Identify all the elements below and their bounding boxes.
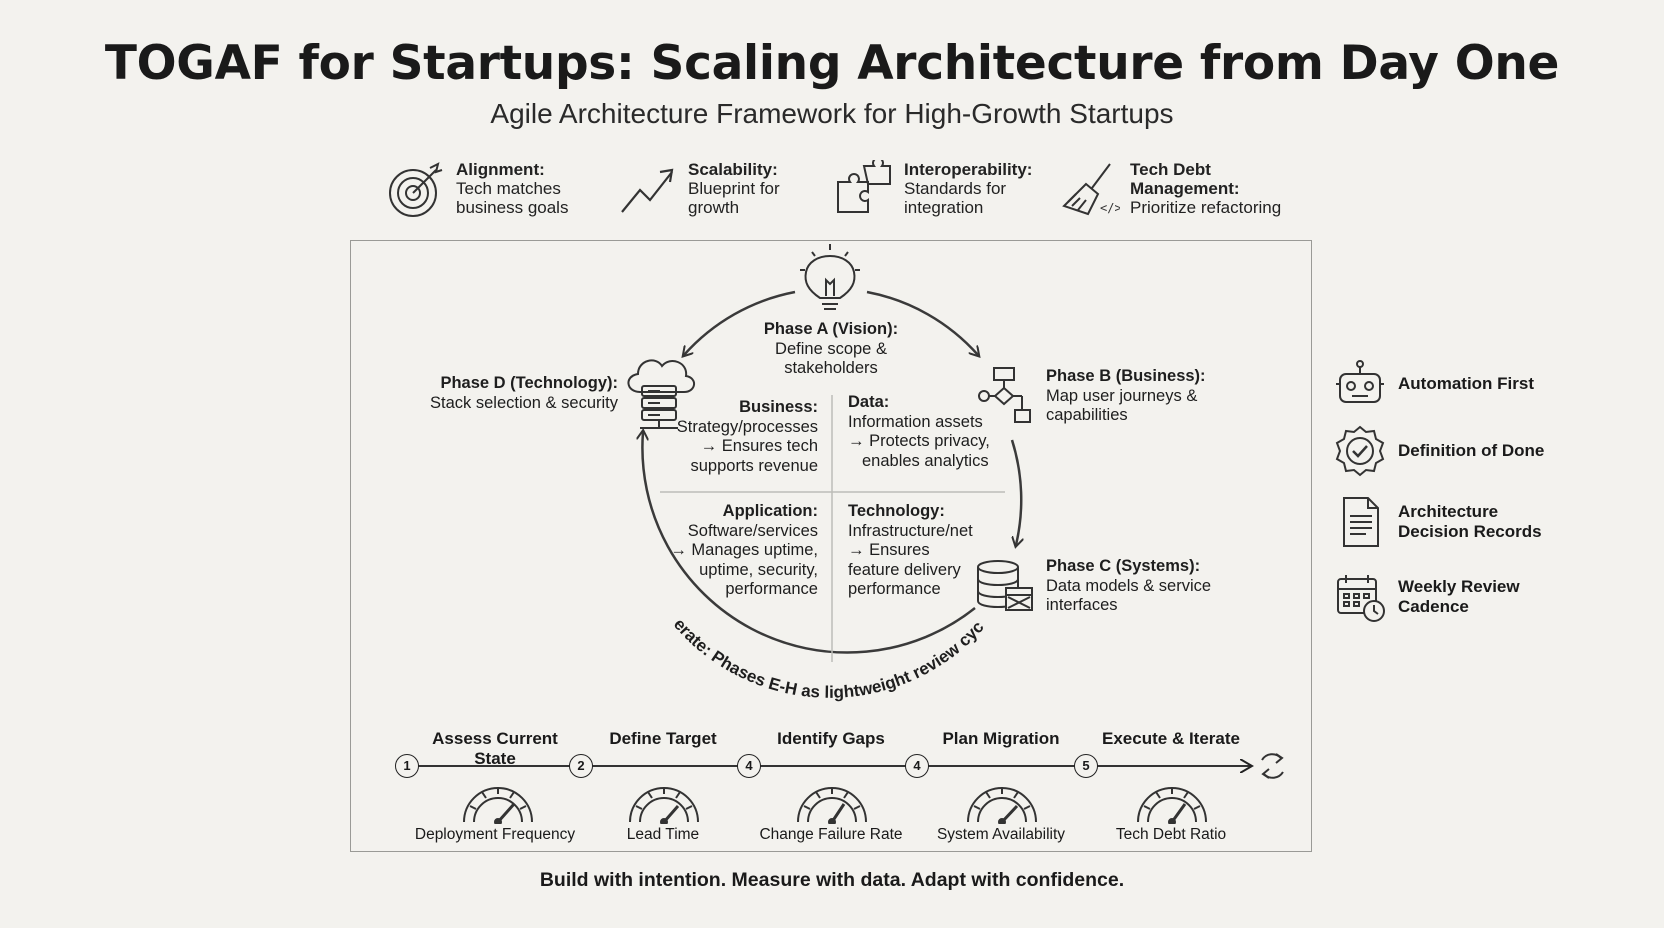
quadrant-title: Application: — [722, 502, 818, 520]
benefit-desc: Blueprint for growth — [688, 179, 780, 217]
roadmap-step-number: 2 — [569, 754, 593, 778]
benefit-label: Interoperability: — [904, 160, 1033, 179]
quadrant-line: uptime, security, — [699, 560, 818, 579]
roadmap-step-label: Execute & Iterate — [1102, 729, 1240, 748]
refresh-icon — [1261, 753, 1284, 779]
quadrant-title: Business: — [739, 398, 818, 416]
quadrant-line: → Ensures — [848, 541, 930, 559]
phase-a-desc: Define scope & stakeholders — [775, 339, 887, 378]
quadrant-line: Strategy/processes — [676, 417, 818, 436]
benefit-desc: Prioritize refactoring — [1130, 198, 1282, 217]
quadrant-application: Application: Software/services → Manages… — [660, 502, 818, 600]
gauge-icon — [797, 787, 867, 824]
quadrant-line: → Protects privacy, — [848, 432, 990, 450]
gauge-icon — [463, 787, 533, 824]
quadrant-technology: Technology: Infrastructure/net → Ensures… — [848, 502, 1008, 600]
roadmap-step-number: 4 — [737, 754, 761, 778]
phase-b-title: Phase B (Business): — [1046, 367, 1206, 385]
quadrant-title: Technology: — [848, 502, 945, 520]
phase-c-desc: Data models & service interfaces — [1046, 576, 1212, 615]
benefit-scalability: Scalability:Blueprint for growth — [618, 160, 788, 230]
phase-c: Phase C (Systems): Data models & service… — [1046, 557, 1226, 616]
gauge-icon — [1137, 787, 1207, 824]
benefit-label: Alignment: — [456, 160, 545, 179]
roadmap-step-label: Plan Migration — [942, 729, 1060, 748]
cycle-arc-bottom — [642, 432, 976, 654]
roadmap-step-label: Assess Current State — [432, 729, 558, 768]
practice-automation: Automation First — [1332, 356, 1534, 412]
quadrant-business: Business: Strategy/processes → Ensures t… — [660, 398, 818, 476]
quadrant-line: Software/services — [687, 521, 818, 540]
metric-label: Deployment Frequency — [414, 826, 576, 843]
framework-frame — [350, 240, 1312, 852]
practice-label: Architecture Decision Records — [1398, 502, 1542, 541]
roadmap-step-number: 1 — [395, 754, 419, 778]
robot-icon — [1336, 360, 1384, 403]
benefit-label: Tech Debt Management: — [1130, 160, 1240, 198]
benefit-interoperability: Interoperability:Standards for integrati… — [834, 160, 1032, 230]
tagline: Build with intention. Measure with data.… — [539, 869, 1125, 891]
quadrant-line: feature delivery — [848, 560, 961, 579]
practice-weekly-review: Weekly Review Cadence — [1332, 569, 1528, 625]
practice-label: Definition of Done — [1398, 441, 1545, 460]
phase-d-desc: Stack selection & security — [430, 393, 618, 412]
cycle-arc-right — [1010, 439, 1021, 545]
page-title: TOGAF for Startups: Scaling Architecture… — [104, 36, 1560, 91]
phase-d-title: Phase D (Technology): — [440, 374, 618, 392]
benefit-tech-debt: </> Tech Debt Management:Prioritize refa… — [1060, 160, 1300, 230]
target-icon — [389, 162, 443, 217]
cycle-arc-top-right — [866, 290, 978, 355]
practice-adr: Architecture Decision Records — [1332, 494, 1548, 550]
phase-c-title: Phase C (Systems): — [1046, 557, 1201, 575]
metric-label: Change Failure Rate — [759, 826, 903, 843]
phase-b-desc: Map user journeys & capabilities — [1046, 386, 1198, 425]
quadrant-line: performance — [725, 580, 818, 598]
check-badge-icon — [1335, 425, 1385, 477]
roadmap-step-number: 5 — [1074, 754, 1098, 778]
quadrant-title: Data: — [848, 393, 890, 411]
quadrant-line: performance — [848, 580, 941, 598]
benefit-desc: Standards for integration — [904, 179, 1007, 217]
quadrant-line: Information assets — [848, 412, 983, 431]
roadmap-step-label: Define Target — [609, 729, 717, 748]
quadrant-line: → Manages uptime, — [670, 541, 818, 559]
flowchart-icon — [978, 367, 1031, 423]
puzzle-icon — [837, 160, 891, 213]
benefit-label: Scalability: — [688, 160, 778, 179]
lightbulb-icon — [800, 244, 860, 310]
practice-label: Weekly Review Cadence — [1398, 577, 1520, 616]
database-icon — [977, 560, 1033, 611]
benefit-desc: Tech matches business goals — [456, 179, 569, 217]
calendar-clock-icon — [1337, 575, 1385, 622]
gauge-icon — [967, 787, 1037, 824]
trend-arrow-icon — [621, 168, 674, 213]
metric-label: Lead Time — [626, 826, 700, 843]
roadmap-step-number: 4 — [905, 754, 929, 778]
metric-label: Tech Debt Ratio — [1115, 826, 1227, 843]
cycle-arc-top-left — [684, 290, 796, 355]
quadrant-data: Data: Information assets → Protects priv… — [848, 393, 1008, 471]
gauge-icon — [629, 787, 699, 824]
phase-a: Phase A (Vision): Define scope & stakeho… — [742, 320, 920, 379]
phase-d: Phase D (Technology): Stack selection & … — [420, 374, 618, 413]
phase-b: Phase B (Business): Map user journeys & … — [1046, 367, 1226, 426]
quadrant-line: Infrastructure/net — [848, 521, 973, 540]
quadrant-line: → Ensures tech — [700, 437, 818, 455]
document-icon — [1343, 497, 1379, 547]
broom-icon: </> — [1062, 163, 1120, 216]
cloud-server-icon — [627, 359, 695, 429]
phase-a-title: Phase A (Vision): — [763, 320, 899, 338]
svg-text:</>: </> — [1100, 201, 1120, 215]
practice-label: Automation First — [1398, 374, 1534, 393]
benefit-alignment: Alignment:Tech matches business goals — [386, 160, 576, 230]
practice-definition-of-done: Definition of Done — [1332, 423, 1544, 479]
metric-label: System Availability — [936, 826, 1066, 843]
quadrant-line: enables analytics — [862, 451, 989, 470]
roadmap-step-label: Identify Gaps — [777, 729, 885, 748]
page-subtitle: Agile Architecture Framework for High-Gr… — [490, 98, 1174, 129]
quadrant-line: supports revenue — [690, 456, 819, 475]
